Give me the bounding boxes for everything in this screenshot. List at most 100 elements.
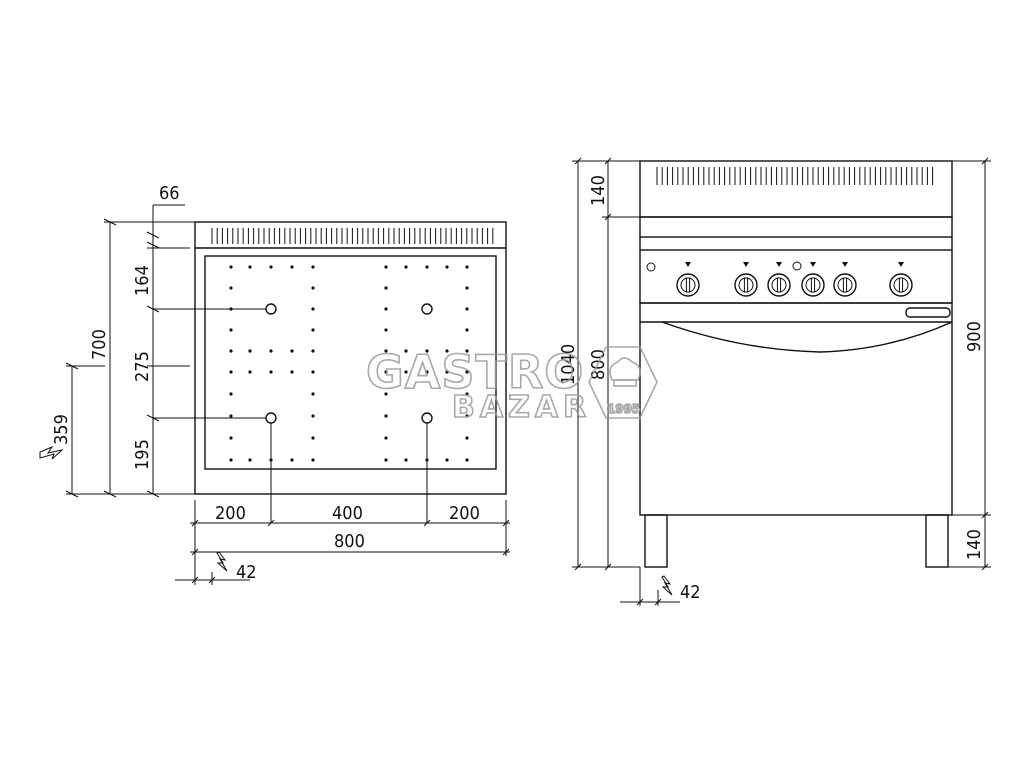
hob-dot [465, 307, 469, 311]
hob-dot [290, 370, 294, 374]
hob-dot [384, 328, 388, 332]
hob-dot [229, 370, 233, 374]
dim-900: 900 [964, 321, 985, 352]
dim-700: 700 [89, 329, 110, 360]
dim-164: 164 [132, 265, 153, 296]
hob-dot [425, 265, 429, 269]
hob-dot [311, 307, 315, 311]
hob-dot [384, 392, 388, 396]
hob-dot [311, 458, 315, 462]
hob-dot [404, 370, 408, 374]
connection-point [421, 303, 433, 315]
hob-dot [465, 392, 469, 396]
hob-dot [384, 307, 388, 311]
dim-800: 800 [334, 531, 365, 552]
hob-dot [404, 458, 408, 462]
control-knob [734, 262, 758, 297]
hob-dot [248, 349, 252, 353]
hob-dot [384, 349, 388, 353]
hob-dot [384, 414, 388, 418]
hob-dot [384, 265, 388, 269]
front-view: 140 1040 800 900 140 42 [558, 157, 991, 606]
control-knob [889, 262, 913, 297]
watermark-bazar: BAZAR [452, 390, 591, 425]
hob-dot [311, 286, 315, 290]
hob-dot [425, 349, 429, 353]
hob-dot [425, 370, 429, 374]
dim-140-bottom: 140 [964, 529, 985, 560]
control-knob [767, 262, 791, 297]
hob-dot [290, 265, 294, 269]
hob-dot [311, 414, 315, 418]
hob-dot [248, 265, 252, 269]
dim-42-front: 42 [680, 582, 701, 603]
hob-dot [229, 436, 233, 440]
control-knobs [676, 262, 913, 297]
dim-800-front: 800 [588, 349, 609, 380]
hob-dot [445, 265, 449, 269]
hob-dot [311, 370, 315, 374]
hob-dot [311, 349, 315, 353]
hob-dot [229, 265, 233, 269]
dim-140-top: 140 [588, 175, 609, 206]
control-knob [833, 262, 857, 297]
hob-dot [465, 349, 469, 353]
hob-dot [465, 328, 469, 332]
hob-dot [269, 265, 273, 269]
dim-400: 400 [332, 503, 363, 524]
front-grille [656, 167, 934, 185]
hob-dot [465, 370, 469, 374]
oven-handle [905, 307, 951, 318]
electric-symbol-icon [661, 575, 673, 596]
hob-dot [384, 370, 388, 374]
electric-symbol-icon [216, 551, 228, 572]
hob-dot [404, 349, 408, 353]
hob-dot [269, 370, 273, 374]
hob-dot [465, 436, 469, 440]
connection-point [265, 303, 277, 315]
control-knob [801, 262, 825, 297]
hob-dot [311, 328, 315, 332]
control-knob [676, 262, 700, 297]
dim-1040: 1040 [558, 344, 579, 385]
top-view: 66 700 164 275 195 359 200 400 200 800 4… [39, 183, 510, 585]
hob-dot [290, 349, 294, 353]
hob-dot [465, 414, 469, 418]
connection-point [265, 412, 277, 424]
hob-dot [445, 370, 449, 374]
hob-dots [229, 265, 469, 462]
hob-dot [404, 265, 408, 269]
hob-dot [248, 458, 252, 462]
hob-dot [384, 436, 388, 440]
hob-dot [311, 392, 315, 396]
leg-left [644, 514, 668, 568]
hob-dot [229, 286, 233, 290]
dim-195: 195 [132, 439, 153, 470]
hob-dot [229, 328, 233, 332]
hob-dot [311, 265, 315, 269]
hob-dot [384, 458, 388, 462]
hob-dot [229, 458, 233, 462]
top-grille [211, 228, 494, 244]
watermark-gastro: GASTRO [366, 345, 584, 399]
hob-dot [229, 349, 233, 353]
hob-dot [384, 286, 388, 290]
hob-dot [269, 349, 273, 353]
dim-200-left: 200 [215, 503, 246, 524]
dim-275: 275 [132, 351, 153, 382]
connection-point [421, 412, 433, 424]
dim-359: 359 [51, 414, 72, 445]
indicator-lamp [646, 262, 656, 272]
dim-200-right: 200 [449, 503, 480, 524]
hob-dot [445, 349, 449, 353]
electric-symbol-icon [39, 445, 64, 460]
hob-dot [311, 436, 315, 440]
leg-right [925, 514, 949, 568]
watermark-badge: 1995 [607, 402, 640, 416]
hob-dot [465, 265, 469, 269]
indicator-lamp [792, 261, 802, 271]
hob-dot [445, 458, 449, 462]
hob-dot [229, 414, 233, 418]
hob-dot [465, 286, 469, 290]
